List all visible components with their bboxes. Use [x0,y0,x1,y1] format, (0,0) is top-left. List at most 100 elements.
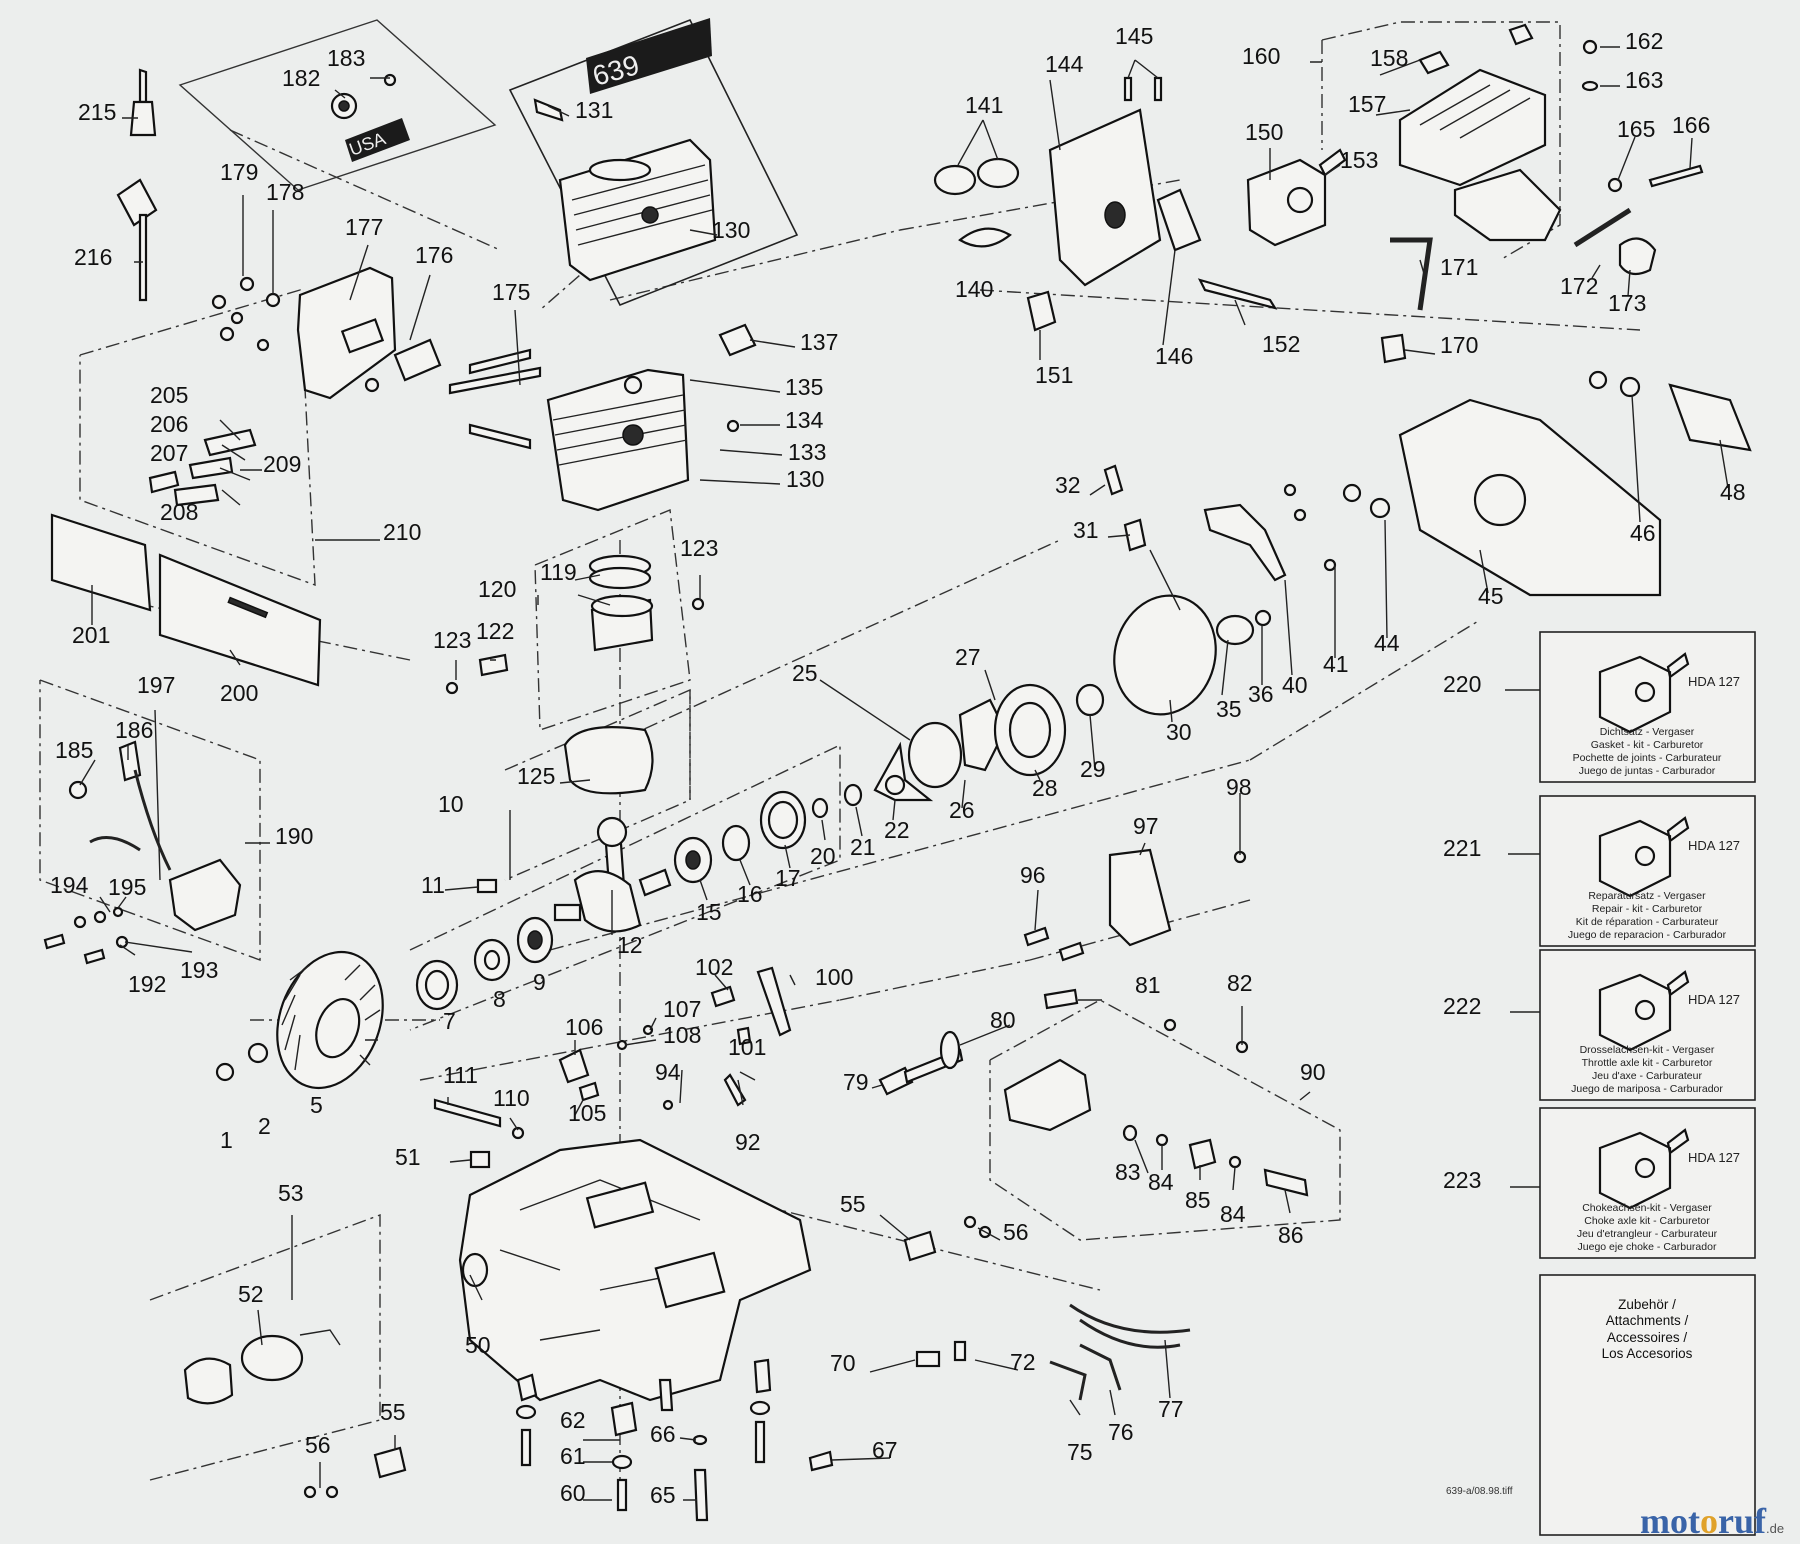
accessories-line-4: Los Accesorios [1602,1346,1693,1361]
carburetor-icon-detail [1634,1157,1656,1179]
part-label-21: 21 [850,834,876,860]
part-label-200: 200 [220,680,258,706]
part-label-101: 101 [728,1034,766,1060]
part-label-10: 10 [438,791,464,817]
part-label-152: 152 [1262,331,1300,357]
part-label-122: 122 [476,618,514,644]
part-label-94: 94 [655,1059,681,1085]
kit-line-2: Choke axle kit - Carburetor [1584,1215,1710,1227]
part-label-97: 97 [1133,813,1159,839]
part-label-176: 176 [415,242,453,268]
part-label-178: 178 [266,179,304,205]
carburetor-icon-detail [1634,681,1656,703]
part-label-190: 190 [275,823,313,849]
part-label-7: 7 [443,1008,456,1034]
part-label-131: 131 [575,97,613,123]
part-label-183: 183 [327,45,365,71]
part-label-100: 100 [815,964,853,990]
part-label-165: 165 [1617,116,1655,142]
part-label-55b: 55 [380,1399,406,1425]
part-label-123a: 123 [680,535,718,561]
part-label-172: 172 [1560,273,1598,299]
box-90 [989,999,1341,1241]
kit-line-3: Jeu d'axe - Carburateur [1592,1070,1702,1082]
part-label-22: 22 [884,817,910,843]
part-label-45: 45 [1478,583,1504,609]
part-label-123b: 123 [433,627,471,653]
part-label-28: 28 [1032,775,1058,801]
brand-logo: motoruf.de [1640,1500,1784,1542]
kit-line-2: Gasket - kit - Carburetor [1591,739,1704,751]
part-label-119: 119 [540,559,577,585]
part-label-107: 107 [663,996,701,1022]
part-label-209: 209 [263,451,301,477]
kit-line-2: Repair - kit - Carburetor [1592,903,1703,915]
accessories-box: Zubehör / Attachments / Accessoires / Lo… [1539,1274,1756,1536]
kit-code: HDA 127 [1688,674,1740,689]
part-label-98: 98 [1226,774,1252,800]
part-label-62: 62 [560,1407,586,1433]
brand-part-2: o [1699,1501,1718,1541]
accessories-line-3: Accessoires / [1607,1330,1688,1345]
part-label-105: 105 [568,1100,606,1126]
part-label-83: 83 [1115,1159,1141,1185]
kit-code: HDA 127 [1688,1150,1740,1165]
part-label-17: 17 [775,865,801,891]
part-label-106: 106 [565,1014,603,1040]
part-label-157: 157 [1348,91,1386,117]
part-label-52: 52 [238,1281,264,1307]
part-label-170: 170 [1440,332,1478,358]
carburetor-icon-detail [1634,845,1656,867]
part-label-162: 162 [1625,28,1663,54]
brand-part-3: ruf [1717,1501,1766,1541]
part-label-65: 65 [650,1482,676,1508]
part-label-40: 40 [1282,672,1308,698]
part-label-48: 48 [1720,479,1746,505]
part-label-86: 86 [1278,1222,1304,1248]
part-label-77: 77 [1158,1396,1184,1422]
kit-line-3: Kit de réparation - Carburateur [1576,916,1719,928]
part-label-185: 185 [55,737,93,763]
part-label-141: 141 [965,92,1003,118]
part-label-2: 2 [258,1113,271,1139]
part-label-61: 61 [560,1443,586,1469]
part-label-60: 60 [560,1480,586,1506]
part-label-110: 110 [493,1085,530,1111]
part-label-151: 151 [1035,362,1073,388]
part-label-96: 96 [1020,862,1046,888]
leader-lines [79,46,1746,1501]
part-label-194: 194 [50,872,89,898]
part-label-125: 125 [517,763,555,789]
part-label-166: 166 [1672,112,1710,138]
part-label-160: 160 [1242,43,1280,69]
part-label-177: 177 [345,214,383,240]
part-label-85: 85 [1185,1187,1211,1213]
part-label-67: 67 [872,1437,898,1463]
box-ignition-190 [39,679,261,961]
box-usa-kit [178,19,497,191]
brand-tld: .de [1765,1521,1785,1536]
kit-line-1: Reparatursatz - Vergaser [1588,890,1706,902]
part-label-220: 220 [1443,671,1481,697]
part-label-82: 82 [1227,970,1253,996]
accessories-line-1: Zubehör / [1618,1297,1676,1312]
part-label-134: 134 [785,407,824,433]
part-label-130b: 130 [786,466,824,492]
part-label-72: 72 [1010,1349,1036,1375]
part-label-179: 179 [220,159,258,185]
part-label-208: 208 [160,499,198,525]
part-label-111: 111 [443,1062,478,1088]
kit-line-4: Juego de juntas - Carburador [1579,765,1716,777]
kit-line-1: Drosselachsen-kit - Vergaser [1580,1044,1715,1056]
part-label-46: 46 [1630,520,1656,546]
figure-caption: 639-a/08.98.tiff [1446,1486,1513,1497]
part-label-26: 26 [949,797,975,823]
part-label-144: 144 [1045,51,1084,77]
part-label-153: 153 [1340,147,1378,173]
part-label-216: 216 [74,244,112,270]
part-label-215: 215 [78,99,116,125]
